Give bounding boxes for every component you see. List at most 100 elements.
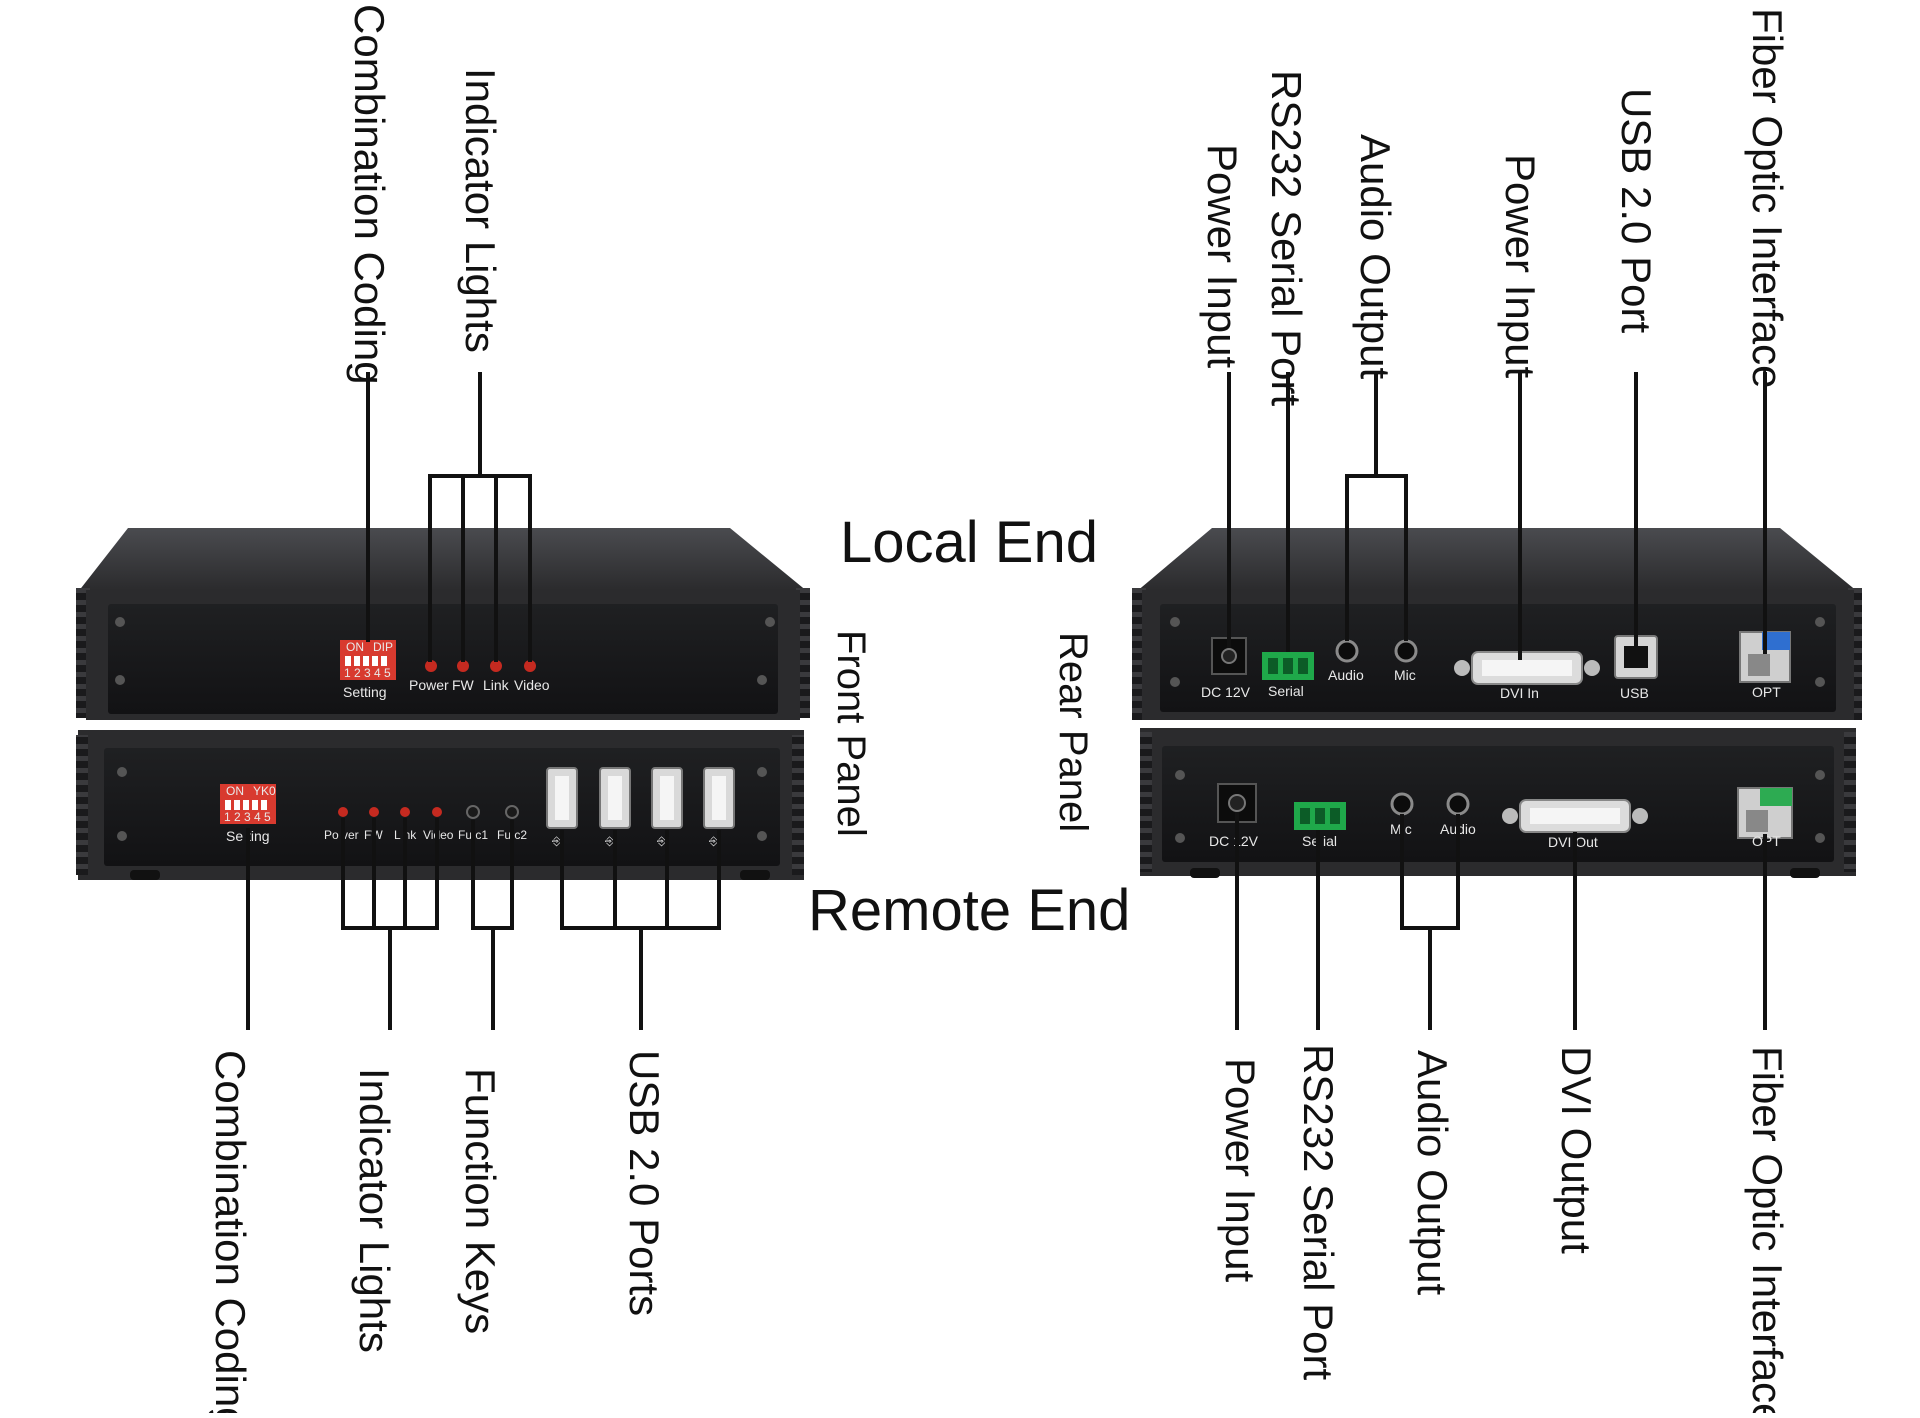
dip-toggle xyxy=(354,656,360,666)
dvi-screw xyxy=(1502,808,1518,824)
func1-key xyxy=(466,805,480,819)
audio-jack xyxy=(1335,639,1359,663)
screw xyxy=(765,617,775,627)
dip-toggle xyxy=(252,800,258,810)
title-remote-end: Remote End xyxy=(808,878,1130,943)
usb-label: USB xyxy=(1620,685,1649,701)
remote-rear-fins-right xyxy=(1844,732,1856,872)
fw-label: FW xyxy=(452,677,475,693)
callout-audio-output-top: Audio Output xyxy=(1352,134,1399,380)
screw xyxy=(1815,833,1825,843)
leaders-rear-bottom xyxy=(1235,812,1767,1030)
dc-label: DC 12V xyxy=(1201,684,1251,700)
callout-indicator-lights-top: Indicator Lights xyxy=(457,68,504,353)
power-label: Power xyxy=(409,677,449,693)
callout-fiber-top: Fiber Optic Interface xyxy=(1744,8,1791,388)
screw xyxy=(1815,770,1825,780)
leaders-front-top xyxy=(366,372,532,662)
usb-port: ⎆ xyxy=(546,767,578,848)
callout-combination-coding-bottom: Combination Coding xyxy=(207,1050,254,1413)
led-fw xyxy=(369,807,379,817)
remote-rear-unit: DC 12V Se ial Mic Audio DVI Out OPT xyxy=(1140,728,1856,878)
led-link xyxy=(490,660,502,672)
label-front-panel: Front Panel xyxy=(829,630,873,837)
usb-symbol-icon: ⎆ xyxy=(657,834,667,848)
callout-combination-coding-top: Combination Coding xyxy=(346,4,393,385)
led-video xyxy=(524,660,536,672)
dip-toggle xyxy=(225,800,231,810)
dip-toggle xyxy=(372,656,378,666)
dc-jack-hole xyxy=(1221,648,1237,664)
dip-dip-label: YK0 xyxy=(253,784,276,798)
screw xyxy=(115,675,125,685)
local-front-unit: ON DIP 1 2 3 4 5 Setting Power FW Link V… xyxy=(76,528,810,720)
usb-port: ⎆ xyxy=(651,767,683,848)
serial-label: Serial xyxy=(1268,683,1304,699)
callout-dvi-output: DVI Output xyxy=(1553,1046,1600,1254)
screw xyxy=(1815,617,1825,627)
dvi-screw xyxy=(1454,660,1470,676)
usb-port: ⎆ xyxy=(703,767,735,848)
callout-function-keys: Function Keys xyxy=(457,1068,504,1334)
foot xyxy=(1790,868,1820,878)
opt-label: OPT xyxy=(1752,684,1781,700)
usb-symbol-icon: ⎆ xyxy=(552,834,562,848)
screw xyxy=(117,831,127,841)
callout-audio-output-bottom: Audio Output xyxy=(1409,1050,1456,1296)
audio-jack xyxy=(1446,792,1470,816)
dc-label: DC 12V xyxy=(1209,833,1259,849)
remote-rear-face xyxy=(1162,746,1834,862)
led-fw xyxy=(457,660,469,672)
local-rear-lid xyxy=(1136,528,1858,592)
screw xyxy=(117,767,127,777)
mic-jack xyxy=(1394,639,1418,663)
callout-power-input-top: Power Input xyxy=(1199,144,1246,368)
screw xyxy=(1175,770,1185,780)
foot xyxy=(130,870,160,880)
screw xyxy=(757,831,767,841)
dvi-screw xyxy=(1632,808,1648,824)
label-rear-panel: Rear Panel xyxy=(1051,632,1095,832)
callout-power-input-dvi-top: Power Input xyxy=(1497,154,1544,378)
dip-numbers: 1 2 3 4 5 xyxy=(224,810,271,824)
foot xyxy=(1190,868,1220,878)
dip-dip-label: DIP xyxy=(373,640,393,654)
screw xyxy=(757,767,767,777)
callout-usb-ports: USB 2.0 Ports xyxy=(621,1050,668,1316)
dvi-label: DVI Out xyxy=(1548,834,1598,850)
screw xyxy=(1815,677,1825,687)
led-link xyxy=(400,807,410,817)
dip-toggle xyxy=(243,800,249,810)
local-front-face xyxy=(108,604,778,714)
dvi-screw xyxy=(1584,660,1600,676)
dip-toggle xyxy=(363,656,369,666)
remote-front-unit: ON YK0 1 2 3 4 5 Se ting Po ver FW L nk … xyxy=(76,730,804,880)
audio-label: Audio xyxy=(1328,667,1364,683)
callout-power-input-bottom: Power Input xyxy=(1217,1058,1264,1282)
callout-indicator-lights-bottom: Indicator Lights xyxy=(351,1068,398,1353)
local-front-lid xyxy=(78,528,808,592)
remote-front-fins-right xyxy=(792,735,804,875)
usb-port: ⎆ xyxy=(599,767,631,848)
callout-fiber-bottom: Fiber Optic Interface xyxy=(1744,1046,1791,1413)
dc-jack-hole xyxy=(1228,794,1246,812)
led-power xyxy=(425,660,437,672)
title-local-end: Local End xyxy=(840,510,1098,575)
screw xyxy=(1175,833,1185,843)
leaders-rear-top xyxy=(1227,372,1767,660)
video-label: Video xyxy=(514,677,550,693)
local-rear-unit: DC 12V Serial Audio Mic DVI In USB OPT xyxy=(1132,528,1862,720)
dip-toggle xyxy=(381,656,387,666)
remote-front-fins-left xyxy=(76,735,88,875)
dvi-label: DVI In xyxy=(1500,685,1539,701)
dip-toggle xyxy=(261,800,267,810)
foot xyxy=(740,870,770,880)
screw xyxy=(1170,617,1180,627)
dip-on-label: ON xyxy=(346,640,364,654)
dip-on-label: ON xyxy=(226,784,244,798)
remote-rear-fins-left xyxy=(1140,732,1152,872)
usb-symbol-icon: ⎆ xyxy=(709,834,719,848)
leaders-front-bottom xyxy=(246,818,721,1030)
